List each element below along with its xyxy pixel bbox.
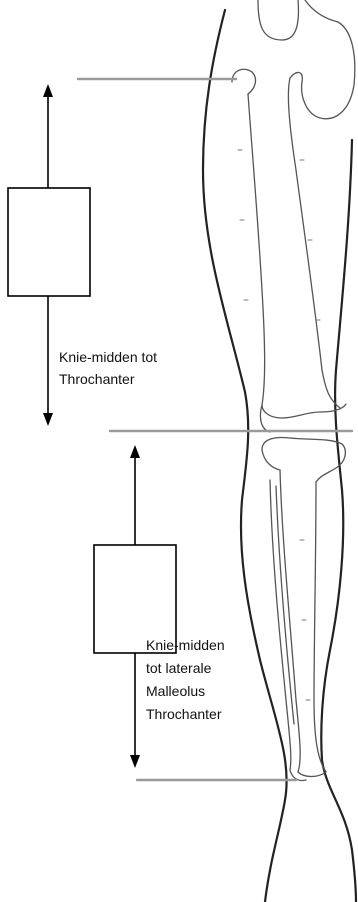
upper-measurement: Knie-midden tot Throchanter <box>8 84 161 426</box>
upper-input-box[interactable] <box>8 188 90 296</box>
upper-label: Knie-midden tot Throchanter <box>59 349 161 387</box>
tibia-fibula <box>262 438 345 781</box>
lower-arrow-head-up <box>130 445 140 458</box>
lower-measurement: Knie-midden tot laterale Malleolus Throc… <box>94 445 229 768</box>
lower-arrow-head-down <box>130 755 140 768</box>
upper-arrow-head-down <box>43 413 53 426</box>
leg-outline <box>203 10 356 902</box>
leg-outline-right <box>321 140 356 902</box>
upper-arrow-head-up <box>43 84 53 97</box>
lower-label: Knie-midden tot laterale Malleolus Throc… <box>146 637 229 722</box>
greater-trochanter <box>232 69 255 94</box>
lower-label-line2: tot laterale <box>146 660 212 676</box>
upper-label-line1: Knie-midden tot <box>59 349 157 365</box>
leg-outline-left <box>203 10 287 902</box>
lower-label-line4: Throchanter <box>146 706 222 722</box>
lower-label-line1: Knie-midden <box>146 637 225 653</box>
lower-label-line3: Malleolus <box>146 683 205 699</box>
upper-label-line2: Throchanter <box>59 371 135 387</box>
